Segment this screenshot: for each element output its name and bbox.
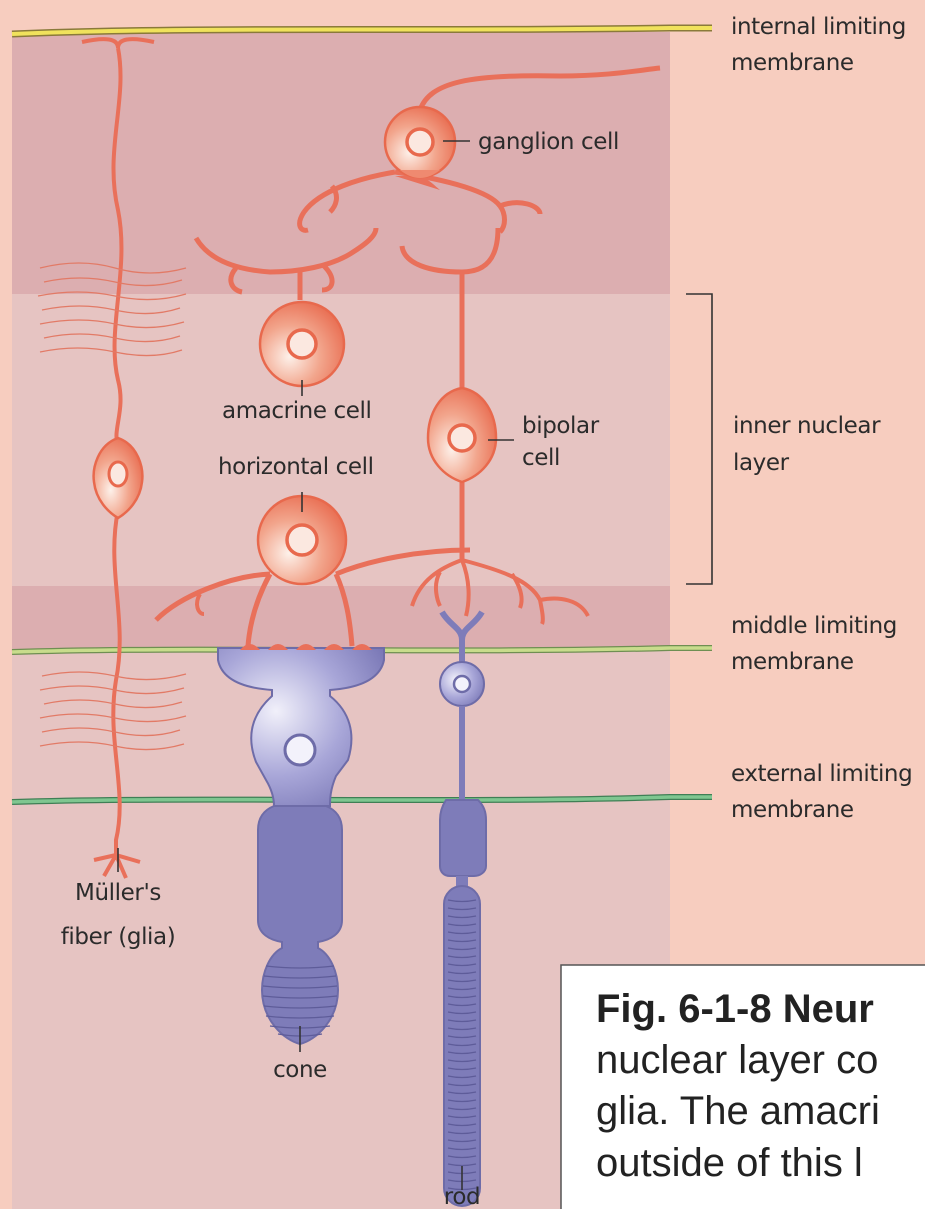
outer-plexiform-layer [12, 586, 670, 650]
label-muller-fiber-2: fiber (glia) [61, 924, 176, 950]
label-amacrine-cell: amacrine cell [222, 398, 372, 424]
caption-line-4: outside of this l [596, 1141, 863, 1185]
label-middle-limiting-membrane-2: membrane [731, 649, 854, 675]
label-middle-limiting-membrane-1: middle limiting [731, 613, 897, 639]
label-rod: rod [444, 1184, 480, 1209]
label-external-limiting-membrane-1: external limiting [731, 761, 912, 787]
label-bipolar-cell-1: bipolar [522, 413, 600, 439]
label-cone: cone [273, 1057, 327, 1083]
label-inner-nuclear-layer-1: inner nuclear [733, 413, 881, 439]
label-ganglion-cell: ganglion cell [478, 129, 619, 155]
label-bipolar-cell-2: cell [522, 445, 560, 471]
caption-line-3: glia. The amacri [596, 1089, 880, 1133]
caption-line-2: nuclear layer co [596, 1038, 878, 1082]
label-inner-nuclear-layer-2: layer [733, 450, 790, 476]
inner-plexiform-layer [12, 32, 670, 294]
caption-panel: Fig. 6-1-8 Neur nuclear layer co glia. T… [561, 965, 925, 1209]
label-internal-limiting-membrane-1: internal limiting [731, 14, 906, 40]
label-external-limiting-membrane-2: membrane [731, 797, 854, 823]
label-internal-limiting-membrane-2: membrane [731, 50, 854, 76]
label-muller-fiber-1: Müller's [75, 880, 161, 906]
label-horizontal-cell: horizontal cell [218, 454, 374, 480]
caption-title: Fig. 6-1-8 Neur [596, 987, 874, 1031]
